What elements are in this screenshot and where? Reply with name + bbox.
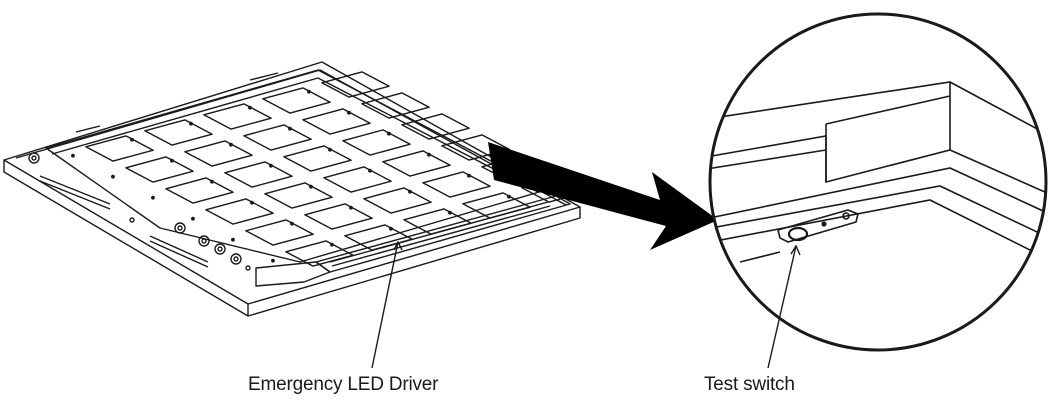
led-cell xyxy=(243,124,312,151)
reflector-plate xyxy=(45,69,547,263)
screw-dot xyxy=(170,158,174,163)
screw-dot xyxy=(229,142,233,147)
detail-magnifier xyxy=(708,12,1048,369)
led-cell xyxy=(165,177,234,204)
led-cell xyxy=(85,135,154,162)
screw-dot xyxy=(71,153,75,158)
screw-dot xyxy=(288,126,292,131)
screw-dot xyxy=(231,237,235,242)
screw-dot xyxy=(408,189,412,194)
led-cell xyxy=(262,87,331,114)
test-switch-button xyxy=(787,226,809,242)
led-panel xyxy=(3,61,590,317)
led-cell xyxy=(245,219,314,246)
screw-dot xyxy=(250,200,254,205)
screw-dot xyxy=(307,89,311,94)
panel-tray-outline xyxy=(3,61,581,305)
led-cell xyxy=(264,182,333,209)
screw-dot xyxy=(347,110,351,115)
led-cell xyxy=(401,113,470,140)
led-cell xyxy=(344,224,413,251)
led-cell xyxy=(144,119,213,146)
detail-circle-outline xyxy=(708,12,1048,352)
test-switch-plate xyxy=(777,209,859,243)
led-cell xyxy=(422,171,491,198)
led-cell xyxy=(403,208,472,235)
led-cell xyxy=(203,103,272,130)
screw-dot xyxy=(328,147,332,152)
led-cell xyxy=(323,166,392,193)
screw-dot xyxy=(427,152,431,157)
led-cell xyxy=(321,71,390,98)
screw-dot xyxy=(290,221,294,226)
led-cell xyxy=(224,161,293,188)
screw-dot xyxy=(189,121,193,126)
screw-dot xyxy=(349,205,353,210)
side-rail-slot xyxy=(39,175,209,268)
panel-tray-inner-edge xyxy=(15,69,567,206)
led-cell xyxy=(125,156,194,183)
screw-dot xyxy=(271,258,275,263)
emergency-led-driver-label: Emergency LED Driver xyxy=(248,374,439,395)
screw-dot xyxy=(309,184,313,189)
led-cell xyxy=(361,92,430,119)
led-cell xyxy=(285,240,354,267)
led-cell xyxy=(462,192,531,219)
test-switch-label: Test switch xyxy=(704,374,795,395)
screw-dot xyxy=(448,210,452,215)
connector-dot xyxy=(28,152,40,164)
screw-dot xyxy=(130,137,134,142)
led-cell xyxy=(363,187,432,214)
screw-dot xyxy=(151,195,155,200)
screw-dot xyxy=(467,173,471,178)
led-cell xyxy=(382,150,451,177)
screw-dot xyxy=(191,216,195,221)
screw-dot xyxy=(330,242,334,247)
screw-dot xyxy=(111,174,115,179)
driver-leader-line xyxy=(371,241,399,369)
screw-dot xyxy=(248,105,252,110)
led-cell xyxy=(342,129,411,156)
panel-front-face xyxy=(3,160,581,317)
screw-dot xyxy=(210,179,214,184)
screw-dot xyxy=(269,163,273,168)
led-cell xyxy=(184,140,253,167)
screw-dot xyxy=(389,226,393,231)
led-cell xyxy=(304,203,373,230)
screw-dot xyxy=(368,168,372,173)
screw-dot xyxy=(387,131,391,136)
magnify-arrow xyxy=(488,142,718,250)
led-cell xyxy=(283,145,352,172)
screw-dot xyxy=(507,194,511,199)
switch-leader-line xyxy=(767,245,797,369)
led-cell xyxy=(205,198,274,225)
led-cell xyxy=(302,108,371,135)
